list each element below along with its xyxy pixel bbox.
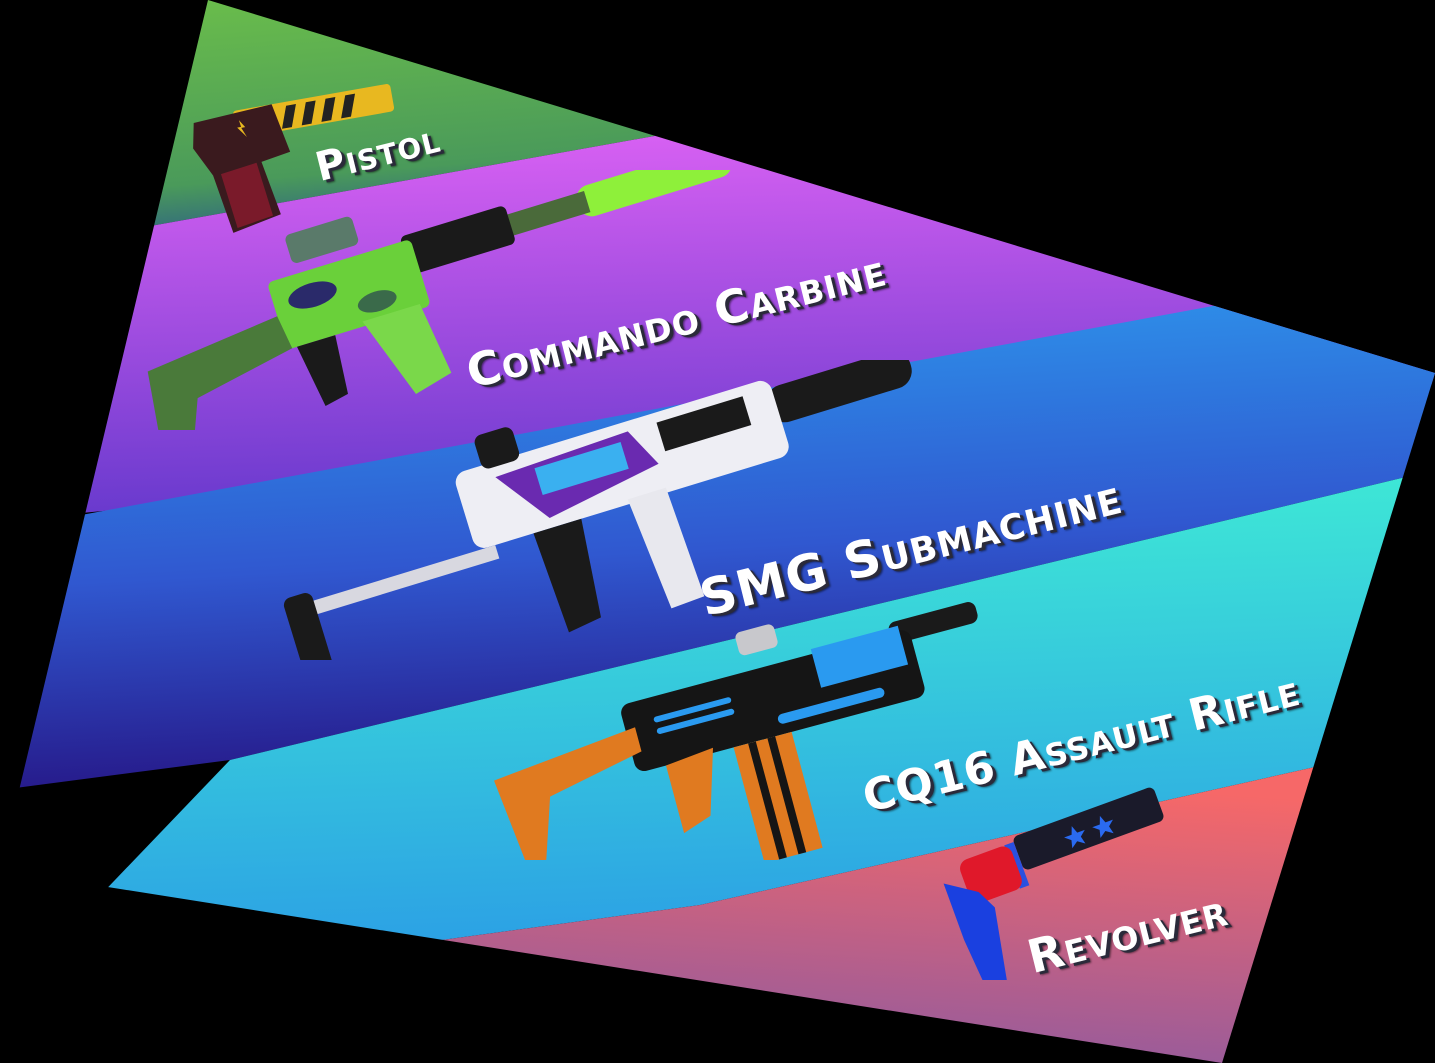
commando-carbine-icon (147, 170, 732, 430)
smg-icon (283, 360, 912, 660)
band-commando-carbine (0, 135, 1435, 530)
band-smg (0, 265, 1435, 790)
cq16-assault-rifle-icon (494, 602, 978, 860)
revolver-icon (943, 787, 1164, 980)
pistol-icon (193, 84, 395, 233)
